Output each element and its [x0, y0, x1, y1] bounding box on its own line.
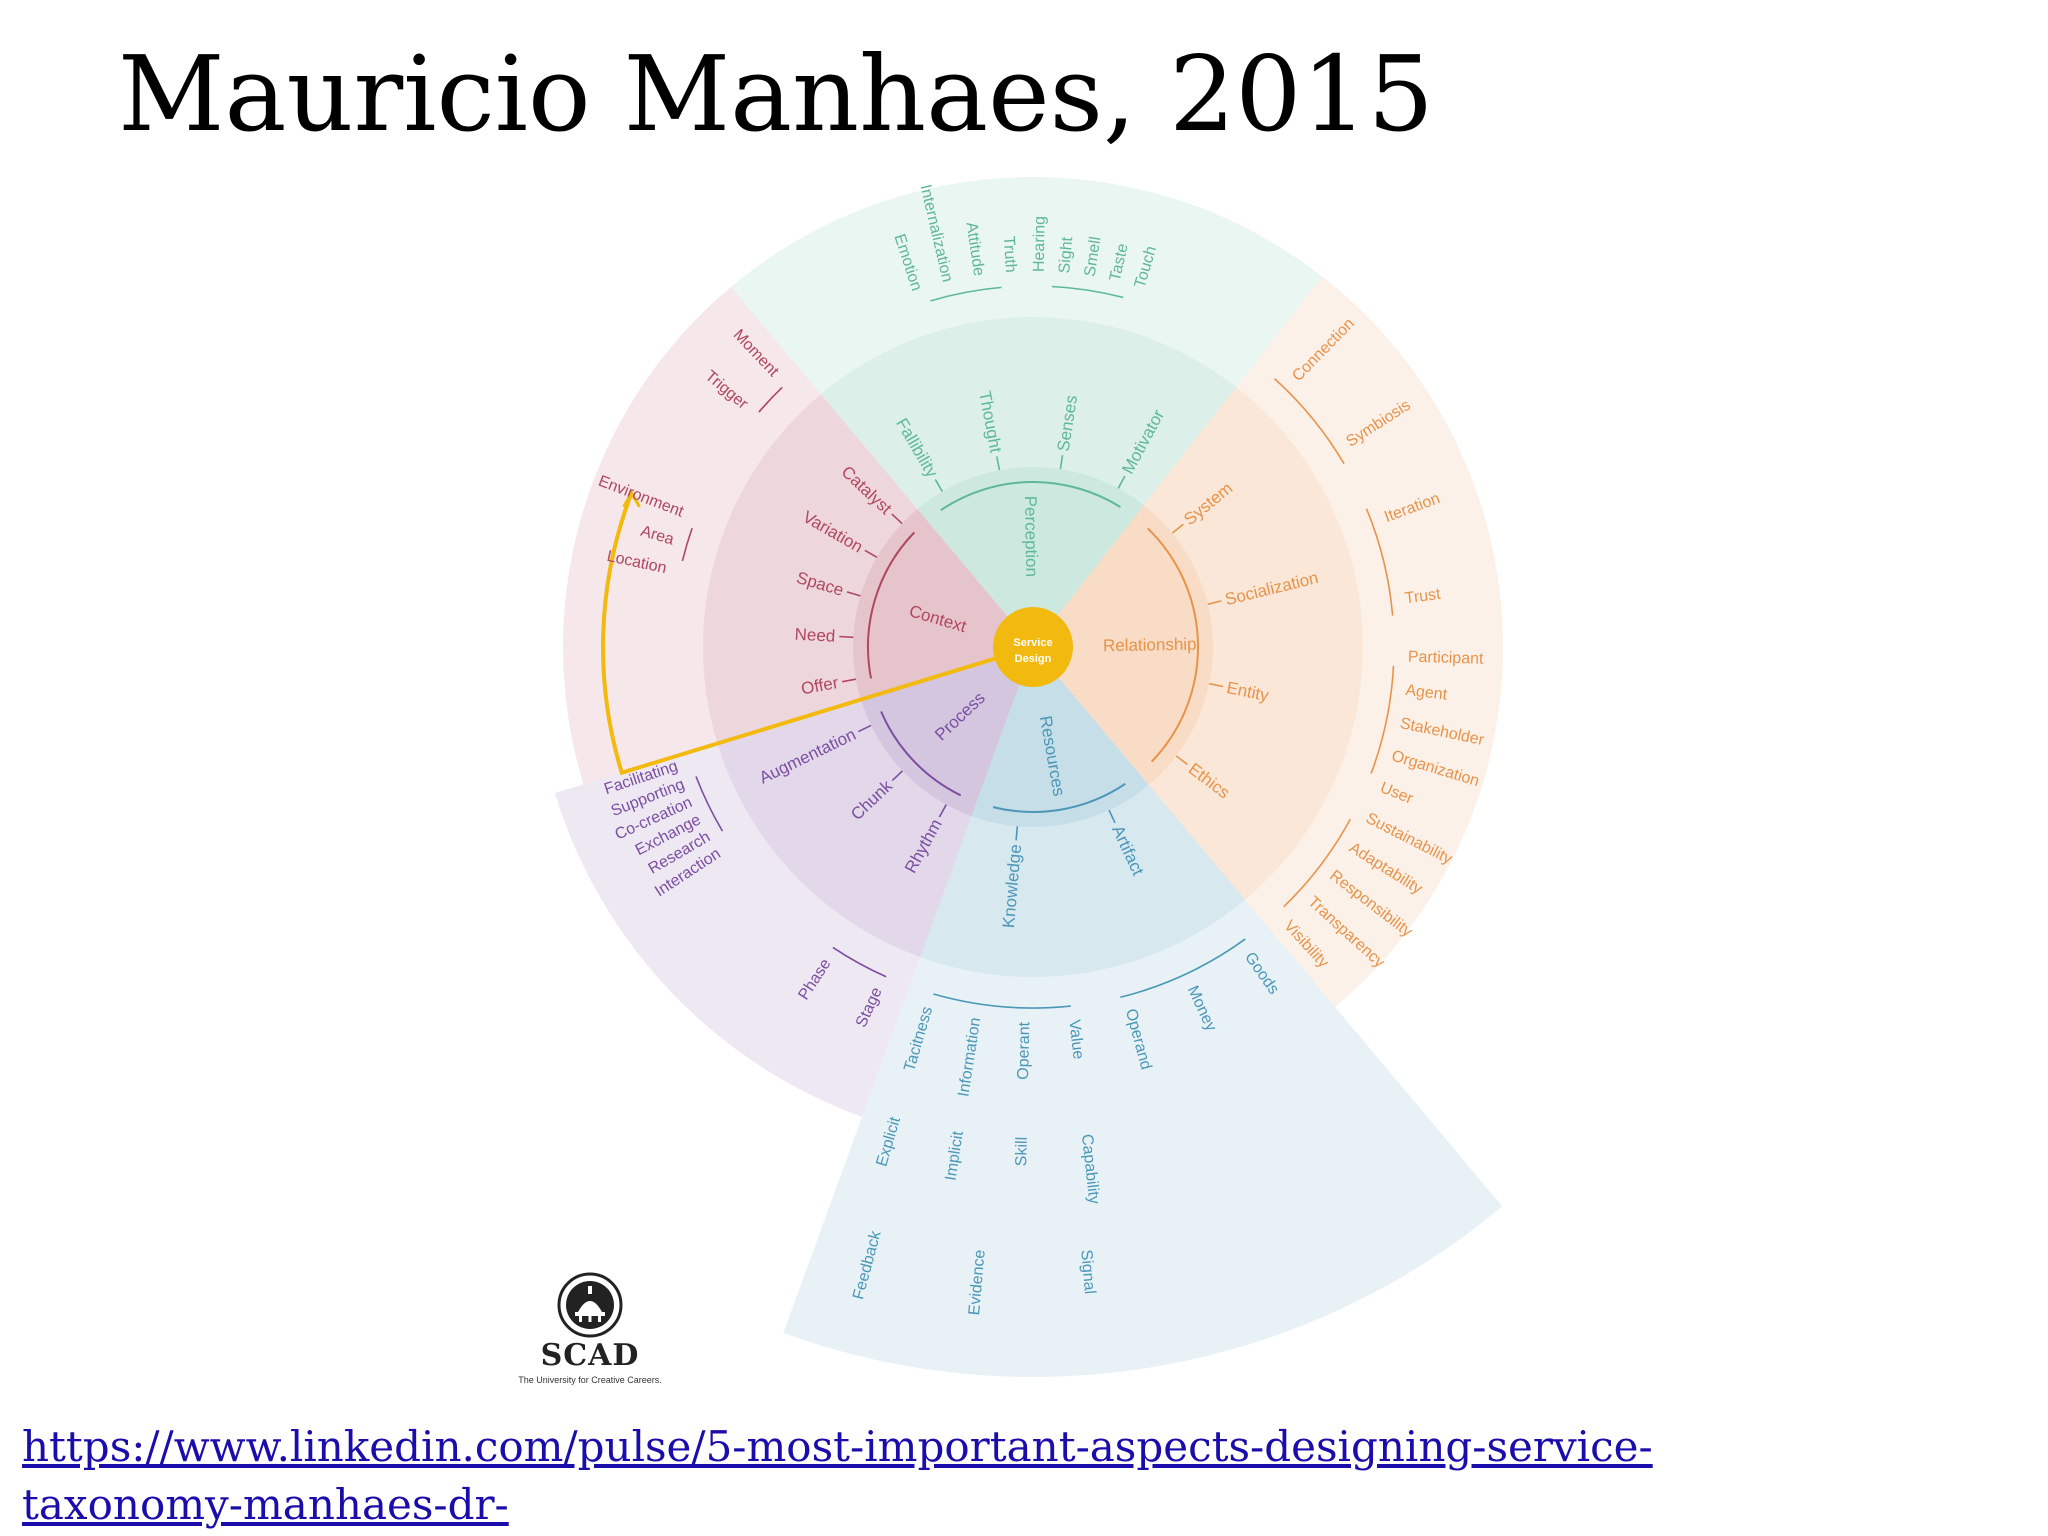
perception-group-tick: [934, 479, 944, 492]
resources-leaf-bracket: [933, 993, 1071, 1009]
relationship-middle-band: [1143, 386, 1363, 900]
perception-outer-band: [730, 177, 1323, 395]
relationship-dimension-label: Relationship: [1103, 635, 1197, 656]
dome-emblem-icon: [557, 1272, 623, 1338]
perception-leaf-bracket: [930, 286, 1002, 302]
relationship-leaf-bracket: [1370, 665, 1395, 774]
relationship-dimension-arc: [1146, 527, 1199, 763]
context-leaf-bracket: [681, 528, 693, 562]
relationship-leaf-bracket: [1365, 508, 1394, 616]
context-leaf-bracket: [758, 386, 783, 413]
context-group-tick: [891, 513, 903, 525]
center-layer: Service Design: [993, 607, 1073, 687]
relationship-group-tick: [1209, 682, 1224, 688]
source-link-line-2: taxonomy-manhaes-dr-: [22, 1480, 509, 1529]
relationship-group-tick: [1207, 600, 1222, 605]
resources-leaf-label: Operant: [1015, 1021, 1033, 1080]
resources-group-tick: [1108, 809, 1116, 824]
center-label-2: Design: [1015, 653, 1052, 665]
resources-middle-band: [920, 784, 1246, 978]
connector-lines-layer: [681, 285, 1395, 1009]
perception-leaf-label: Smell: [1082, 236, 1105, 278]
context-group-tick: [841, 678, 857, 683]
perception-leaf-bracket: [1051, 285, 1124, 299]
perception-leaf-label: Hearing: [1031, 216, 1049, 272]
relationship-leaf-label: Agent: [1404, 682, 1448, 704]
perception-dimension-arc: [940, 481, 1121, 512]
context-highlight-layer: [601, 489, 1034, 776]
logo-wordmark: SCAD: [540, 1338, 640, 1373]
resources-outer-band: [783, 899, 1503, 1377]
center-label-1: Service: [1013, 637, 1052, 649]
relationship-leaf-label: Participant: [1408, 649, 1485, 668]
logo-tagline: The University for Creative Careers.: [518, 1375, 662, 1385]
perception-leaf-label: Sight: [1056, 236, 1076, 274]
perception-dimension-label: Perception: [1021, 496, 1041, 578]
perception-group-tick: [996, 456, 1001, 471]
resources-leaf-bracket: [1120, 938, 1246, 999]
process-group-tick: [891, 770, 903, 782]
resources-inner-band: [971, 647, 1149, 828]
center-circle: [993, 607, 1073, 687]
process-group-tick: [938, 804, 947, 818]
context-highlight-outline: [601, 492, 1034, 776]
source-link[interactable]: https://www.linkedin.com/pulse/5-most-im…: [22, 1418, 1902, 1534]
process-leaf-bracket: [832, 946, 887, 978]
process-group-tick: [858, 724, 872, 733]
relationship-inner-band: [1033, 505, 1213, 785]
context-outer-band: [563, 286, 821, 785]
relationship-group-tick: [1171, 523, 1184, 534]
resources-leaf-label: Evidence: [966, 1249, 989, 1316]
scad-logo: SCAD The University for Creative Careers…: [480, 1272, 700, 1385]
perception-group-tick: [1059, 455, 1064, 470]
perception-group-tick: [1117, 475, 1126, 489]
process-leaf-bracket: [695, 776, 724, 832]
relationship-leaf-bracket: [1274, 378, 1345, 465]
resources-group-tick: [1015, 826, 1019, 841]
perception-inner-band: [917, 467, 1144, 647]
context-group-tick: [864, 549, 878, 558]
source-link-line-1: https://www.linkedin.com/pulse/5-most-im…: [22, 1422, 1653, 1471]
resources-leaf-label: Value: [1065, 1019, 1086, 1060]
context-inner-band: [853, 509, 1033, 700]
process-dimension-arc: [880, 711, 962, 797]
context-dimension-arc: [867, 531, 916, 679]
context-group-tick: [839, 635, 854, 639]
inner-ring-layer: [853, 467, 1213, 828]
perception-middle-band: [820, 316, 1237, 510]
context-middle-band: [703, 394, 918, 744]
resources-leaf-label: Skill: [1013, 1137, 1031, 1167]
middle-ring-layer: [703, 316, 1363, 978]
context-group-label: Need: [794, 625, 836, 646]
relationship-group-tick: [1175, 755, 1188, 766]
relationship-outer-band: [1236, 276, 1503, 1008]
process-middle-band: [717, 699, 972, 958]
highlight-arrow-icon: [622, 489, 641, 508]
slide-title: Mauricio Manhaes, 2015: [118, 33, 1434, 155]
resources-leaf-label: Signal: [1077, 1249, 1098, 1295]
relationship-leaf-label: Trust: [1404, 586, 1442, 608]
process-inner-band: [860, 647, 1033, 817]
perception-leaf-label: Truth: [1000, 235, 1019, 273]
context-group-tick: [846, 591, 861, 597]
process-outer-band: [554, 743, 921, 1117]
resources-dimension-arc: [992, 782, 1126, 813]
relationship-leaf-bracket: [1283, 818, 1351, 908]
outer-ring-layer: [554, 177, 1503, 1377]
